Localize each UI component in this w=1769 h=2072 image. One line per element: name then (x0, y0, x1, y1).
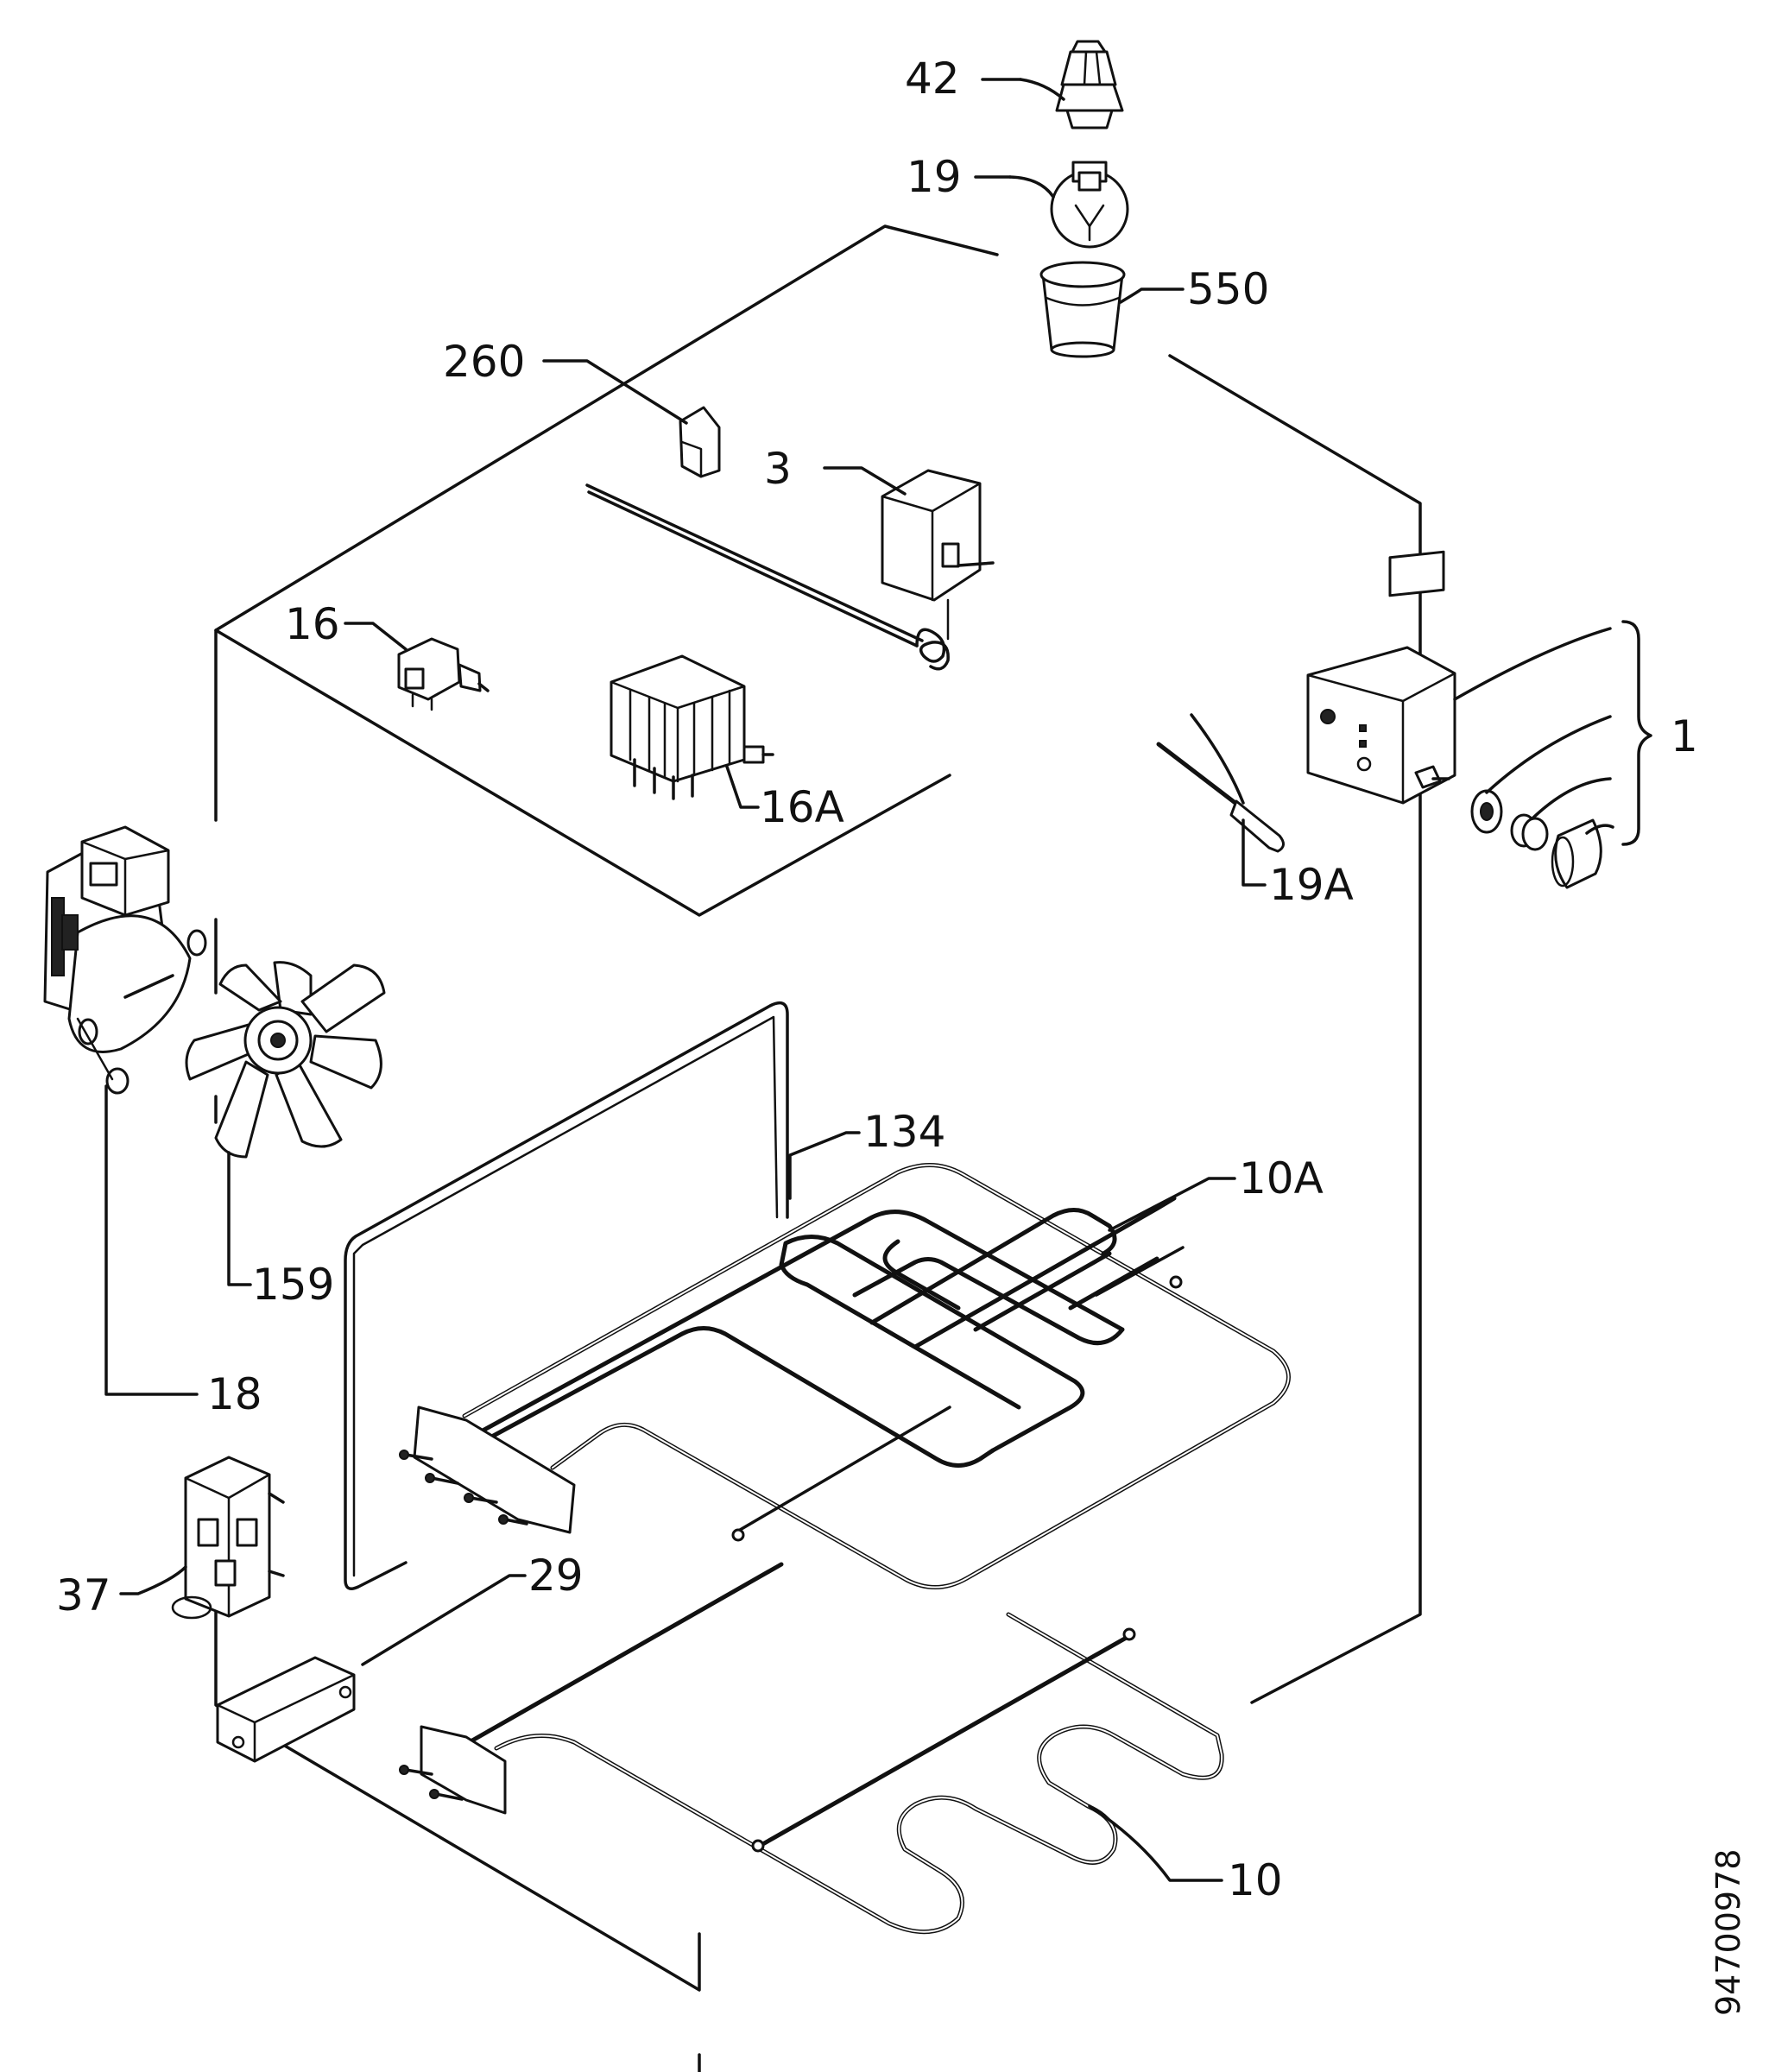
fan-blade-part-159 (185, 961, 386, 1159)
label-10a: 10A (1239, 1153, 1324, 1203)
label-19a: 19A (1269, 860, 1354, 910)
label-3: 3 (764, 444, 792, 494)
leader-18 (104, 1084, 199, 1396)
leader-42-b (1019, 78, 1065, 101)
label-1: 1 (1671, 711, 1698, 761)
lower-element-part-10 (399, 1562, 1224, 1935)
leader-16 (344, 622, 408, 651)
thermostat-part-3 (585, 469, 995, 671)
leader-1-c (1531, 777, 1612, 820)
leader-550 (1119, 287, 1185, 304)
label-16a: 16A (760, 782, 844, 832)
leader-10a (1108, 1177, 1236, 1232)
lamp-holder-part-550 (1039, 261, 1126, 358)
sensor-part-19a (1156, 713, 1285, 853)
bracket-part-29 (216, 1656, 356, 1763)
timer-part-1 (1306, 550, 1602, 889)
label-19: 19 (907, 152, 962, 202)
label-159: 159 (252, 1260, 334, 1310)
lamp-cover-part-42 (1055, 40, 1124, 130)
terminal-block-part-37 (171, 1456, 285, 1620)
oven-cabinet-outline (214, 224, 1422, 2072)
leader-37 (119, 1565, 187, 1595)
label-37: 37 (56, 1570, 111, 1620)
leader-16a (725, 765, 760, 809)
label-18: 18 (207, 1369, 262, 1419)
leader-3 (823, 466, 907, 496)
label-42: 42 (905, 54, 960, 104)
leader-1-d (1585, 824, 1614, 835)
leader-19-b (1008, 175, 1055, 199)
leader-1-a (1453, 627, 1612, 701)
leader-134 (788, 1131, 861, 1200)
selector-switch-part-16a (610, 654, 774, 800)
label-10: 10 (1228, 1855, 1283, 1905)
leader-159 (227, 1151, 252, 1286)
drawing-number: 94700978 (1709, 1849, 1747, 2016)
grill-element-part-10a (399, 1163, 1291, 1589)
leader-29 (361, 1574, 527, 1666)
label-16: 16 (285, 599, 340, 649)
label-134: 134 (863, 1107, 945, 1157)
label-29: 29 (528, 1551, 584, 1601)
leader-1-b (1485, 715, 1612, 794)
leader-260 (542, 359, 688, 425)
label-550: 550 (1187, 264, 1269, 314)
leader-10 (1088, 1804, 1223, 1882)
back-panel-part-134 (344, 1001, 789, 1590)
switch-part-16 (397, 637, 490, 711)
leader-19a (1241, 818, 1267, 887)
back-panel-part-134-inner (352, 1015, 779, 1577)
label-260: 260 (443, 337, 525, 387)
clip-part-260 (679, 406, 721, 478)
bracket-1 (1621, 620, 1652, 846)
lamp-bulb-part-19 (1050, 161, 1129, 249)
fan-motor-part-18 (43, 825, 207, 1095)
